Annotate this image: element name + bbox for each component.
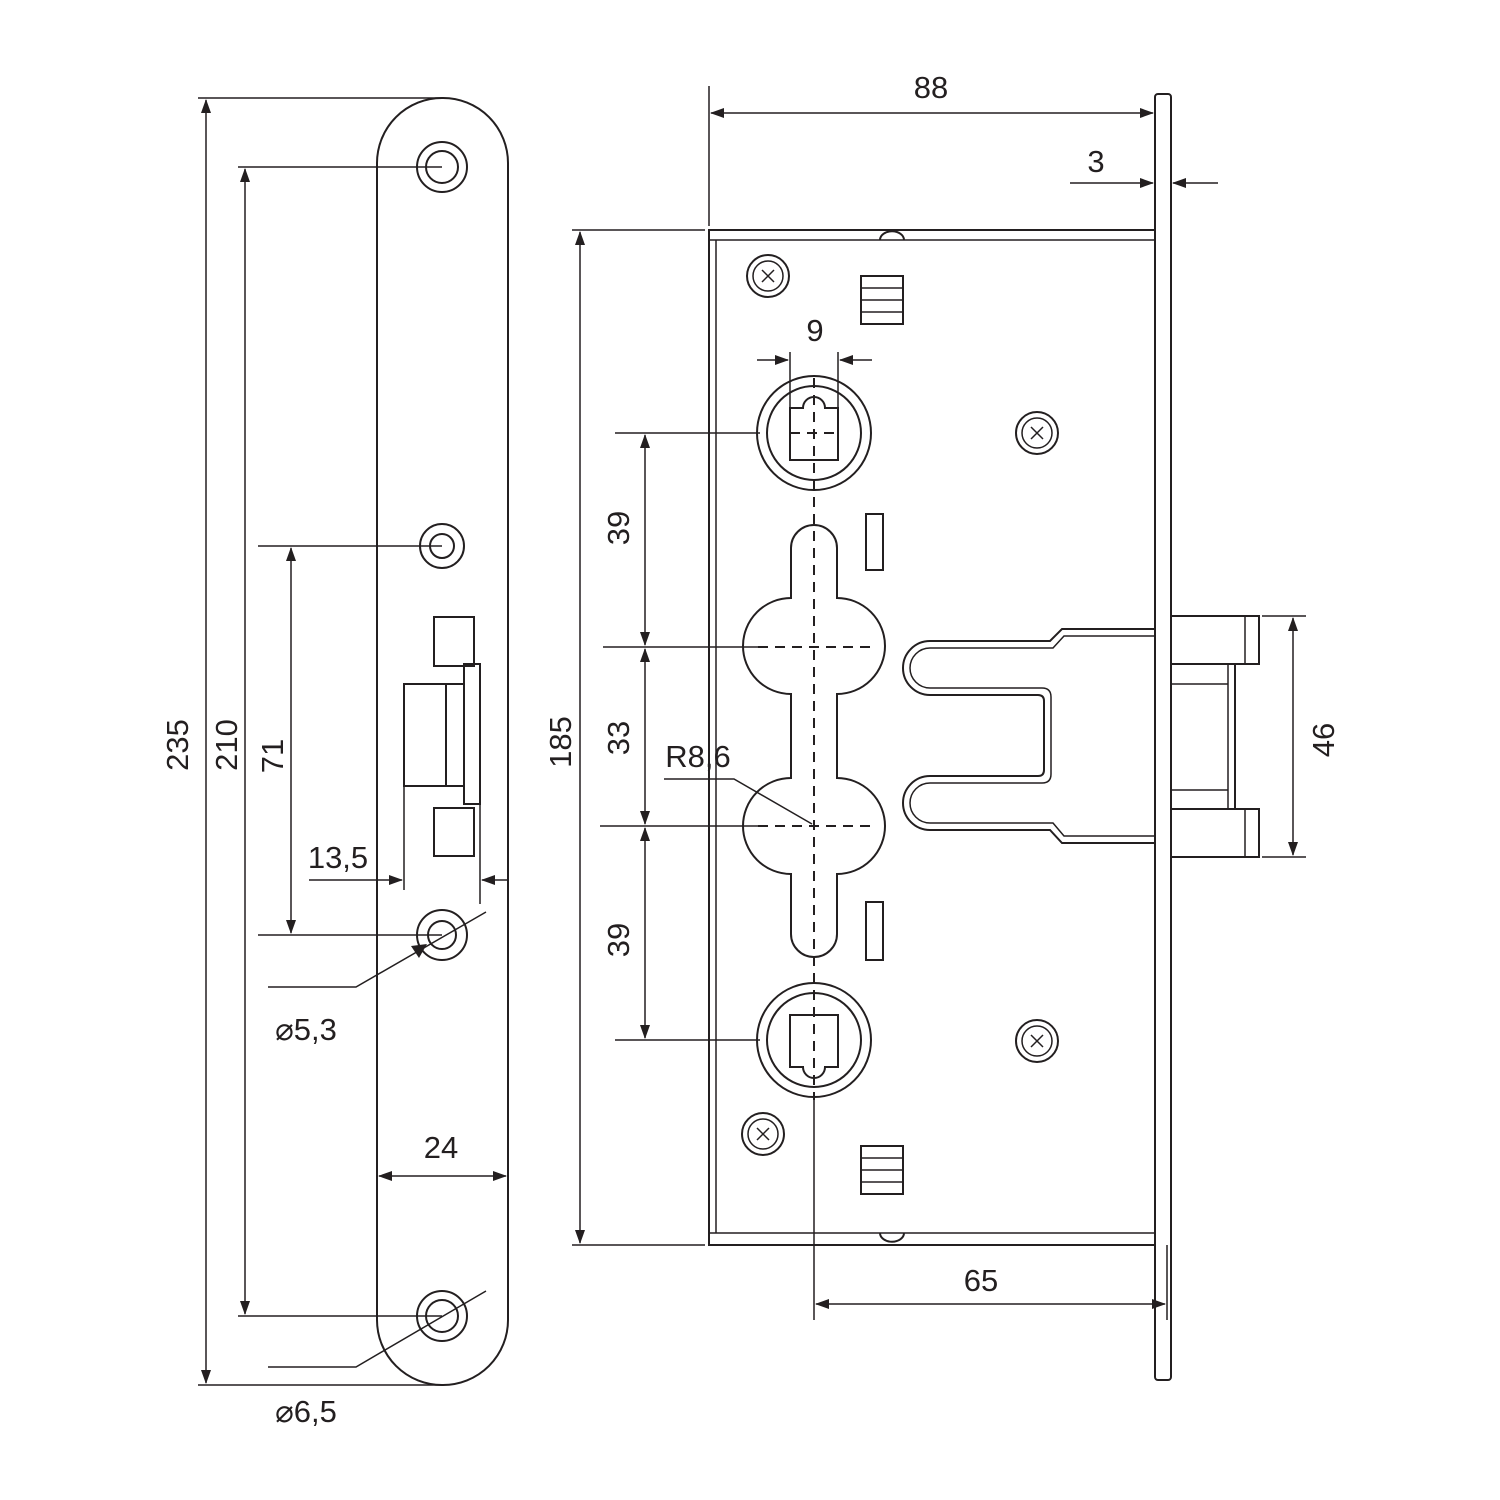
leader-hole-large bbox=[268, 1290, 487, 1368]
dim-label-71: 71 bbox=[255, 739, 290, 773]
top-slotted-tab bbox=[860, 275, 904, 325]
dim-label-235: 235 bbox=[160, 719, 195, 771]
dim-label-65: 65 bbox=[964, 1263, 998, 1298]
dim-label-39-lower: 39 bbox=[601, 923, 636, 957]
dim-label-46: 46 bbox=[1306, 723, 1341, 757]
screw-right-upper bbox=[1015, 411, 1059, 455]
bolt-mechanism bbox=[902, 615, 1260, 858]
faceplate-front-view: 235 210 71 13,5 ⌀5,3 ⌀6,5 24 bbox=[160, 97, 509, 1429]
dim-label-hole-large: ⌀6,5 bbox=[275, 1394, 337, 1429]
lock-case bbox=[708, 229, 1156, 1246]
dim-label-radius: R8,6 bbox=[665, 739, 730, 774]
slot-upper bbox=[865, 513, 884, 571]
dim-label-33: 33 bbox=[601, 721, 636, 755]
leader-radius bbox=[664, 778, 813, 825]
dim-label-3: 3 bbox=[1087, 144, 1104, 179]
faceplate-edge bbox=[1154, 93, 1172, 1381]
dim-label-39-upper: 39 bbox=[601, 511, 636, 545]
dim-label-13-5: 13,5 bbox=[308, 840, 368, 875]
dim-label-210: 210 bbox=[209, 719, 244, 771]
lock-body-side-view: 88 3 185 9 39 33 39 R8,6 65 46 bbox=[543, 70, 1341, 1381]
leader-hole-small bbox=[268, 911, 487, 988]
dim-label-185: 185 bbox=[543, 716, 578, 768]
screw-top-left bbox=[746, 254, 790, 298]
bottom-slotted-tab bbox=[860, 1145, 904, 1195]
dim-label-88: 88 bbox=[914, 70, 948, 105]
dim-label-hole-small: ⌀5,3 bbox=[275, 1012, 337, 1047]
screw-right-lower bbox=[1015, 1019, 1059, 1063]
screw-bottom-left bbox=[741, 1112, 785, 1156]
dim-label-9: 9 bbox=[806, 313, 823, 348]
dim-label-24: 24 bbox=[424, 1130, 458, 1165]
faceplate-outline bbox=[376, 97, 509, 1386]
slot-lower bbox=[865, 901, 884, 961]
latch-profile bbox=[403, 616, 481, 857]
euro-cylinder-cutout bbox=[742, 524, 886, 958]
